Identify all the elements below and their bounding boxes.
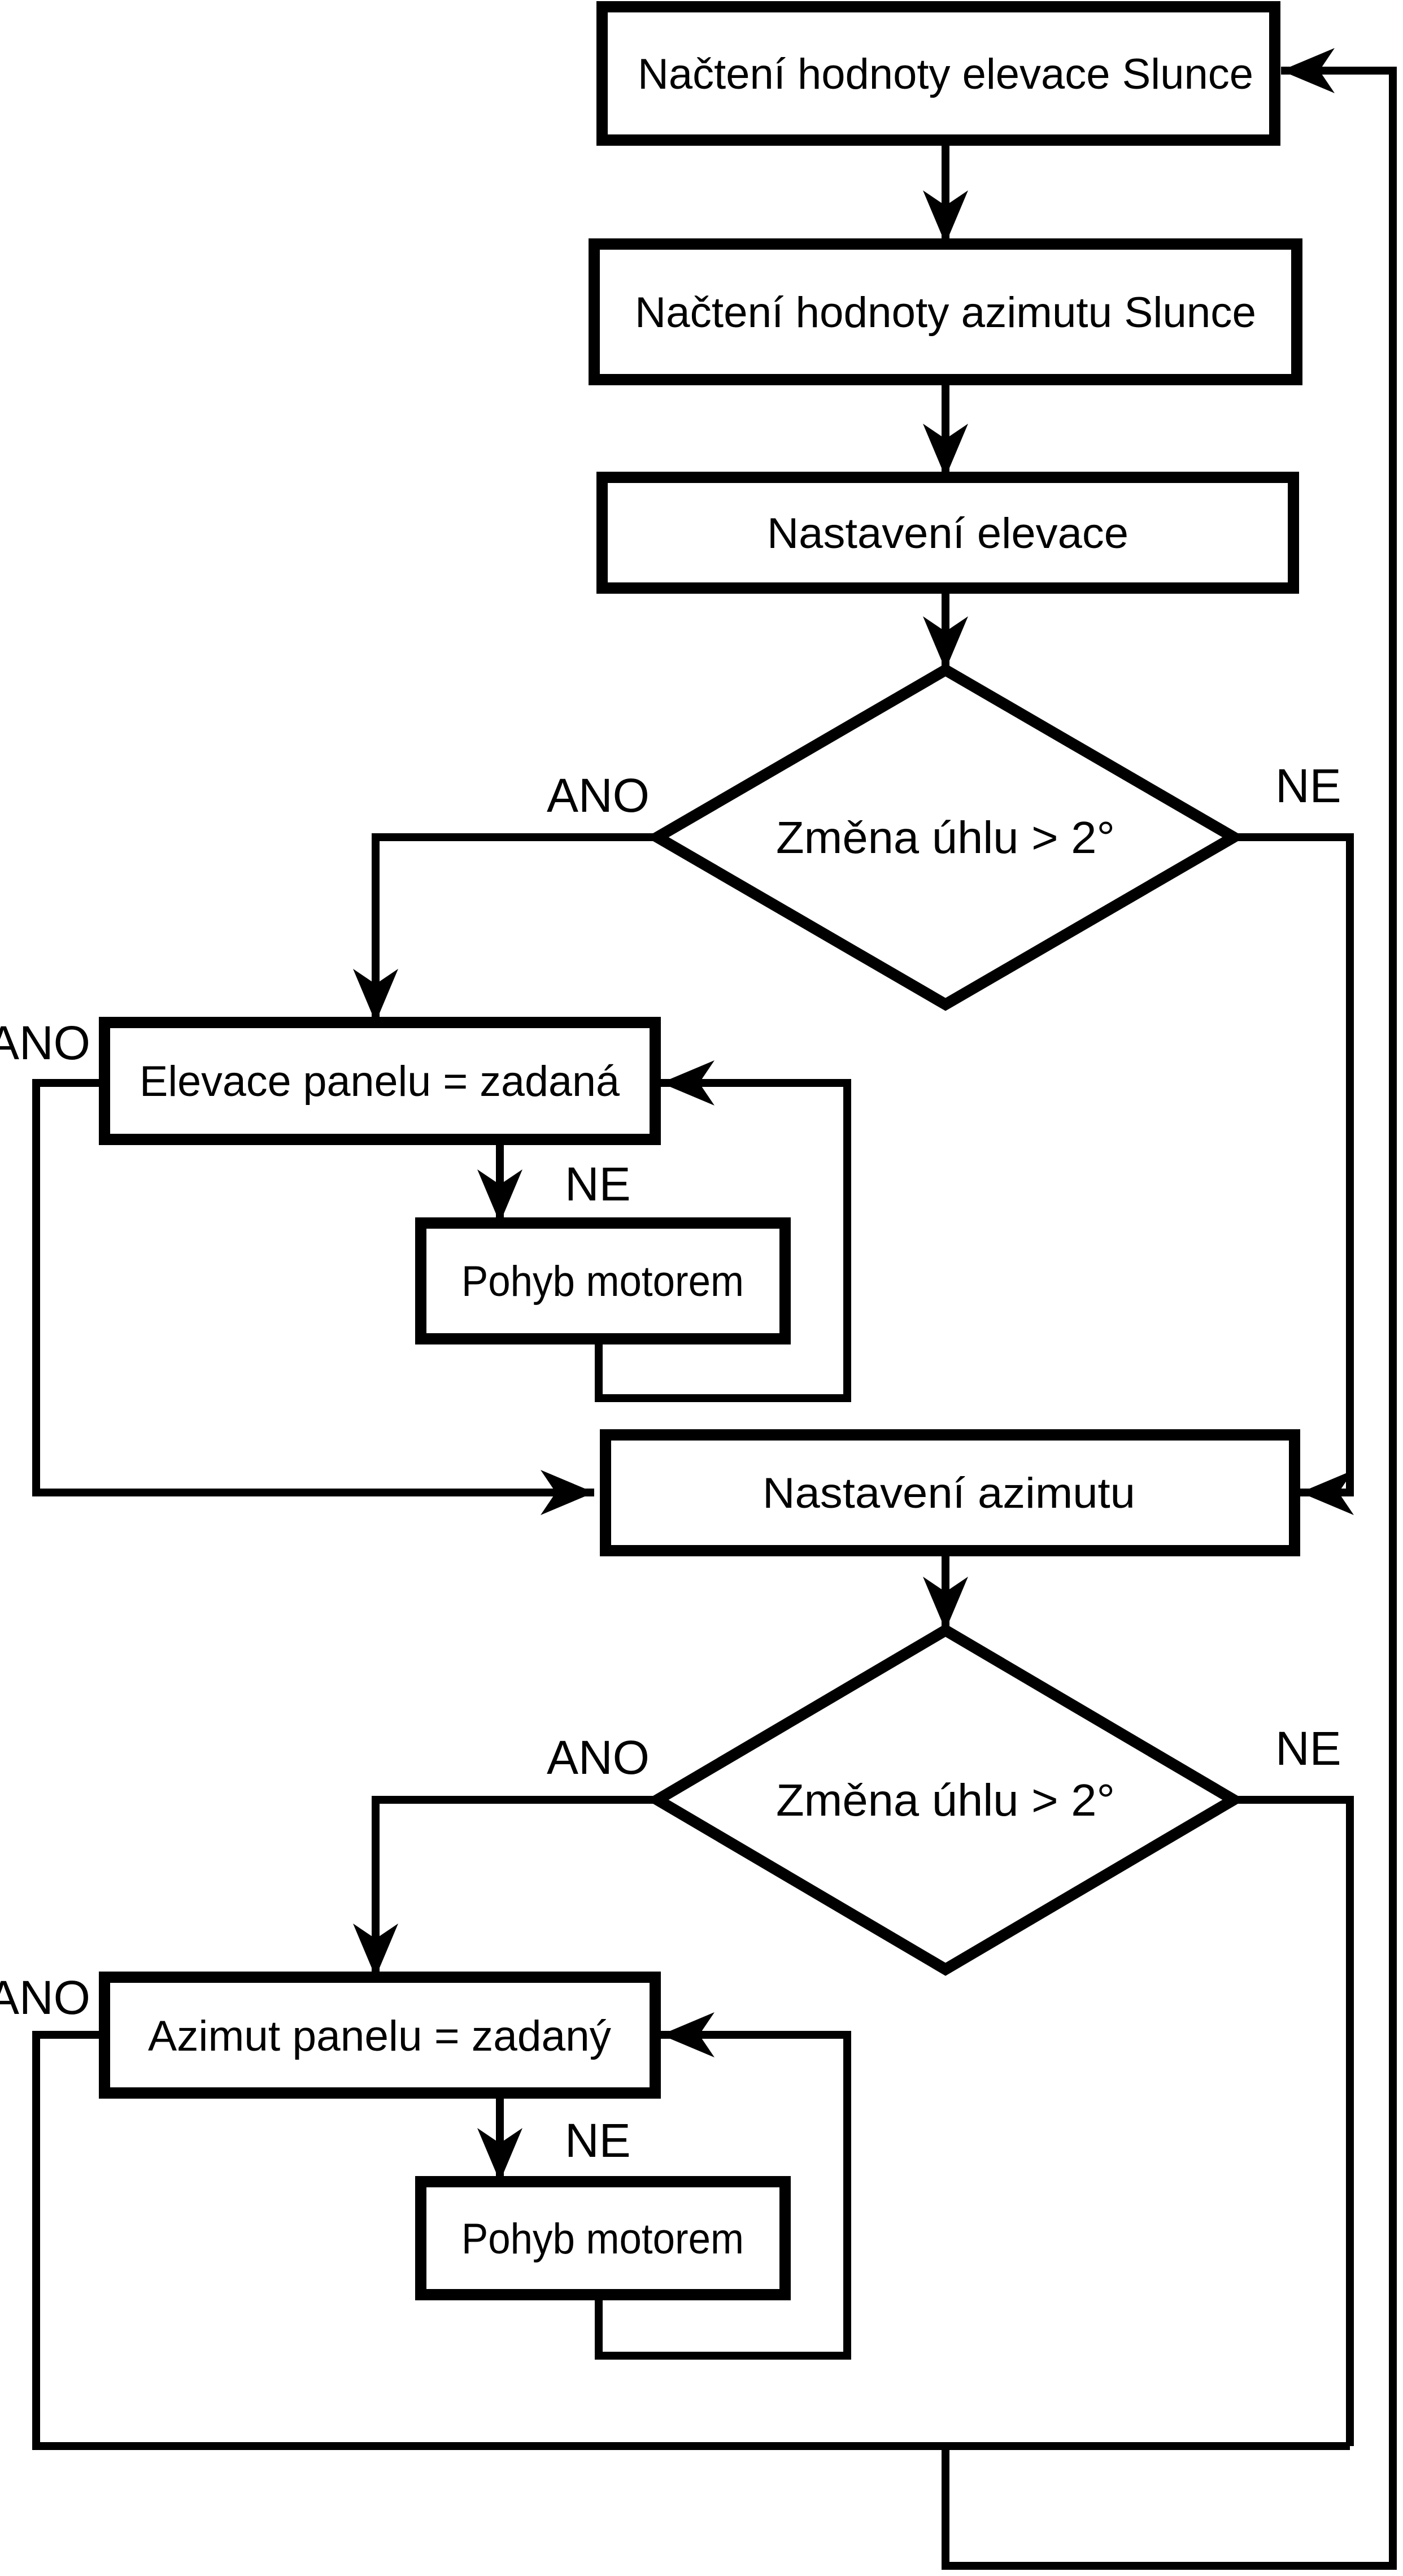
edge-label-elevation-reached-yes: ANO [0, 1016, 90, 1069]
edge-labels: ANO NE ANO NE ANO NE ANO NE [0, 759, 1341, 2167]
label-load-elevation: Načtení hodnoty elevace Slunce [638, 50, 1253, 98]
connector-elevation-motor-loop [595, 1079, 851, 1402]
process-box-load-elevation [596, 1, 1280, 146]
arrowhead-into-azimuth-reached [353, 1924, 398, 1977]
arrowheads [353, 48, 1354, 2182]
connector-azimuth-check-no [1234, 1796, 1354, 2446]
connectors [32, 67, 1397, 2570]
connector-return-to-start [942, 67, 1397, 2570]
arrowhead-into-set-elevation [923, 424, 968, 477]
label-load-azimuth: Načtení hodnoty azimutu Slunce [635, 289, 1256, 337]
connector-elevation-reached-yes [32, 1079, 594, 1496]
nodes [99, 1, 1302, 2300]
process-box-set-elevation [596, 472, 1299, 594]
label-elevation-reached: Elevace panelu = zadaná [140, 1058, 620, 1106]
node-labels: Načtení hodnoty elevace Slunce Načtení h… [140, 50, 1256, 2263]
arrowhead-into-elevation-check [923, 616, 968, 670]
process-box-elevation-motor [415, 1217, 791, 1344]
decision-diamond-elevation-check [646, 663, 1245, 1011]
connector-azimuth-reached-yes [32, 2031, 1350, 2450]
connector-azimuth-motor-loop [595, 2031, 851, 2360]
connector-azimuth-check-yes [372, 1796, 657, 1977]
label-azimuth-reached: Azimut panelu = zadaný [148, 2012, 611, 2060]
decision-diamond-azimuth-check [646, 1624, 1245, 1976]
label-azimuth-motor: Pohyb motorem [461, 2215, 744, 2263]
process-box-elevation-reached [99, 1017, 661, 1145]
process-box-azimuth-reached [99, 1972, 661, 2099]
label-set-azimuth: Nastavení azimutu [762, 1469, 1135, 1517]
connector-elevation-check-yes [372, 833, 657, 1022]
arrowhead-azimuth-motor-loop [661, 2012, 714, 2057]
edge-label-azimuth-reached-yes: ANO [0, 1971, 90, 2024]
process-box-set-azimuth [600, 1429, 1300, 1556]
edge-label-elevation-reached-no: NE [565, 1158, 631, 1211]
label-azimuth-check: Změna úhlu > 2° [776, 1775, 1115, 1825]
process-box-azimuth-motor [415, 2176, 791, 2300]
edge-label-azimuth-check-yes: ANO [547, 1731, 650, 1784]
process-box-load-azimuth [589, 238, 1302, 385]
edge-label-elevation-check-no: NE [1275, 759, 1341, 812]
connector-elevation-check-no [1234, 833, 1354, 1496]
arrowhead-elevation-motor-loop [661, 1060, 714, 1106]
edge-label-azimuth-check-no: NE [1275, 1722, 1341, 1775]
edge-label-elevation-check-yes: ANO [547, 769, 650, 822]
arrowhead-into-elevation-reached [353, 969, 398, 1022]
label-elevation-check: Změna úhlu > 2° [776, 812, 1115, 863]
arrowhead-into-load-azimuth [923, 190, 968, 244]
label-elevation-motor: Pohyb motorem [461, 1257, 744, 1306]
arrowhead-into-set-azimuth-left [541, 1470, 594, 1515]
arrowhead-into-elevation-motor [477, 1169, 522, 1223]
edge-label-azimuth-reached-no: NE [565, 2114, 631, 2167]
label-set-elevation: Nastavení elevace [767, 510, 1128, 558]
arrowhead-into-azimuth-check [923, 1577, 968, 1630]
arrowhead-into-set-azimuth-right [1300, 1470, 1354, 1515]
arrowhead-return-into-load-elevation [1281, 48, 1335, 93]
arrowhead-into-azimuth-motor [477, 2128, 522, 2182]
